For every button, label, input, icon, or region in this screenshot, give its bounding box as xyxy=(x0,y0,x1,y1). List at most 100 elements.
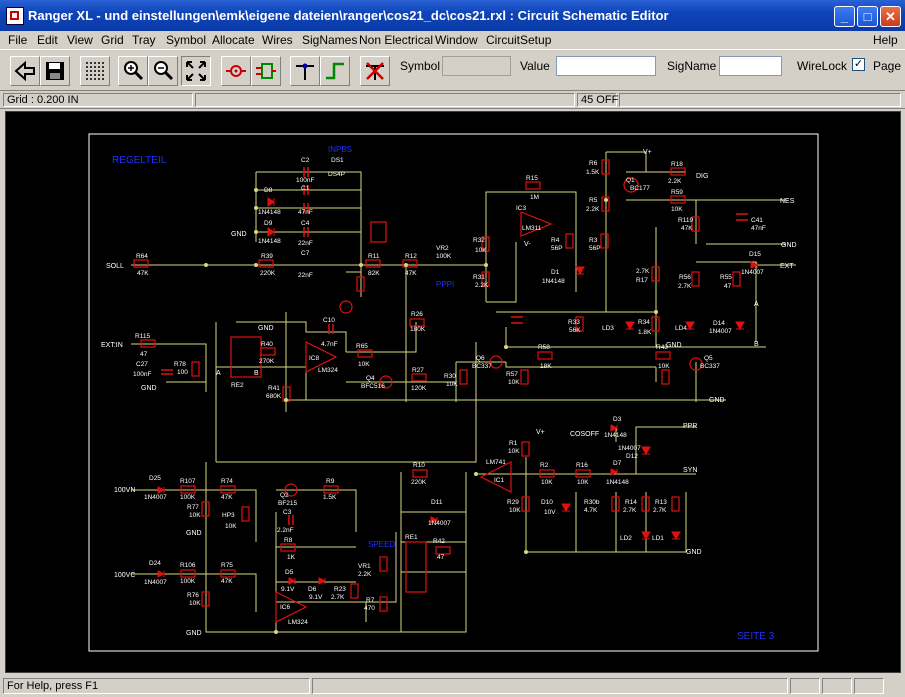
ref-r64: R64 xyxy=(136,253,148,260)
menu-window[interactable]: Window xyxy=(435,33,478,47)
resistor-r10 xyxy=(412,469,428,478)
junctions xyxy=(204,188,658,634)
resistor-r13 xyxy=(671,496,680,512)
val-r9: 1.5K xyxy=(323,494,337,501)
place-component-button[interactable] xyxy=(221,56,251,86)
resistor-r40 xyxy=(260,347,276,356)
val-r58: 18K xyxy=(540,363,552,370)
ref-r4: R4 xyxy=(551,237,560,244)
led-ld1 xyxy=(671,531,681,541)
net-gnd-4: GND xyxy=(781,242,797,249)
ref-vr2: VR2 xyxy=(436,245,449,252)
val-r14: 2.7K xyxy=(623,507,637,514)
wirelock-checkbox[interactable]: ✓ xyxy=(852,58,865,71)
val-r2: 10K xyxy=(541,479,553,486)
resistor-r29 xyxy=(521,496,530,512)
ref-d11: D11 xyxy=(431,499,443,506)
resistor-r64 xyxy=(133,259,149,268)
ref-d10: D10 xyxy=(541,499,553,506)
zoom-in-button[interactable] xyxy=(118,56,148,86)
switch-ds4p xyxy=(370,221,387,243)
maximize-button[interactable]: □ xyxy=(857,6,878,27)
resistor-r30b xyxy=(611,496,620,512)
menu-help[interactable]: Help xyxy=(873,33,898,47)
ref-r18: R18 xyxy=(671,161,683,168)
minimize-button[interactable]: _ xyxy=(834,6,855,27)
net-100vn: 100VN xyxy=(114,487,135,494)
net-dig: DIG xyxy=(696,173,708,180)
schematic-drawing[interactable]: REGELTEIL SEITE 3 INPBS SPEED PPPI SOLL … xyxy=(6,112,900,672)
val-r3: 56P xyxy=(589,245,601,252)
capacitor-c3 xyxy=(288,515,294,525)
menu-edit[interactable]: Edit xyxy=(37,33,58,47)
val-d25: 1N4007 xyxy=(144,494,167,501)
resistor-r65 xyxy=(357,349,373,358)
menu-allocate[interactable]: Allocate xyxy=(212,33,255,47)
zoom-out-button[interactable] xyxy=(148,56,178,86)
transistor-bf245 xyxy=(339,300,353,314)
diode-d9 xyxy=(267,227,275,237)
menu-non-electrical[interactable]: Non Electrical xyxy=(359,33,434,47)
resistor-r55 xyxy=(732,271,741,287)
capacitor-c7 xyxy=(303,227,309,237)
net-labels: SOLL EXT:IN GND GND GND GND GND GND GND … xyxy=(101,149,797,637)
menu-file[interactable]: File xyxy=(8,33,28,47)
menu-circuitsetup[interactable]: CircuitSetup xyxy=(486,33,552,47)
app-icon[interactable] xyxy=(6,7,24,25)
resistor-r2 xyxy=(539,469,555,478)
net-gnd-5: GND xyxy=(666,342,682,349)
val-r55: 47 xyxy=(724,283,732,290)
resistor-r26 xyxy=(409,318,425,327)
ref-r2: R2 xyxy=(540,462,549,469)
val-ic3: LM311 xyxy=(522,225,542,232)
ref-r74: R74 xyxy=(221,478,233,485)
close-button[interactable]: ✕ xyxy=(880,6,901,27)
resistor-r3 xyxy=(600,233,609,249)
val-c41: 47nF xyxy=(751,225,766,232)
label-inpbs: INPBS xyxy=(328,145,352,154)
place-connector-button[interactable] xyxy=(251,56,281,86)
schematic-canvas[interactable]: REGELTEIL SEITE 3 INPBS SPEED PPPI SOLL … xyxy=(5,111,901,673)
signame-field[interactable] xyxy=(719,56,782,76)
back-button[interactable] xyxy=(10,56,40,86)
menu-tray[interactable]: Tray xyxy=(132,33,156,47)
menu-signames[interactable]: SigNames xyxy=(302,33,358,47)
ref-r14: R14 xyxy=(625,499,637,506)
wire-tee-button[interactable] xyxy=(290,56,320,86)
value-field[interactable] xyxy=(556,56,656,76)
ref-r8: R8 xyxy=(284,537,293,544)
wire-step-button[interactable] xyxy=(320,56,350,86)
resistor-r33 xyxy=(575,316,584,332)
title-bar[interactable]: Ranger XL - und einstellungen\emk\eigene… xyxy=(0,0,905,31)
resistor-r5 xyxy=(601,196,610,212)
delete-wire-button[interactable] xyxy=(360,56,390,86)
net-syn: SYN xyxy=(683,467,697,474)
ref-q1: Q1 xyxy=(626,177,635,184)
grid-button[interactable] xyxy=(80,56,110,86)
diode-d1 xyxy=(575,266,585,276)
capacitors xyxy=(161,167,748,525)
menu-grid[interactable]: Grid xyxy=(101,33,124,47)
ref-hp3: HP3 xyxy=(222,512,235,519)
zoom-in-icon xyxy=(124,61,144,81)
resistor-r9 xyxy=(323,485,339,494)
diodes xyxy=(157,197,759,585)
net-b-2: B xyxy=(754,341,759,348)
status-cell-1 xyxy=(790,678,820,694)
menu-symbol[interactable]: Symbol xyxy=(166,33,207,47)
val-q1: BC177 xyxy=(630,185,650,192)
wires xyxy=(131,151,796,633)
val-r77: 10K xyxy=(189,512,201,519)
net-ext: EXT xyxy=(780,263,794,270)
menu-view[interactable]: View xyxy=(67,33,93,47)
fit-view-button[interactable] xyxy=(181,56,211,86)
val-r34: 1.8K xyxy=(638,329,652,336)
status-cell-3 xyxy=(854,678,884,694)
diode-d25 xyxy=(157,486,166,494)
symbol-field[interactable] xyxy=(442,56,511,76)
val-r16: 10K xyxy=(577,479,589,486)
diode-d6 xyxy=(318,577,327,585)
save-button[interactable] xyxy=(40,56,70,86)
menu-wires[interactable]: Wires xyxy=(262,33,293,47)
opamp-ic1 xyxy=(479,461,512,493)
